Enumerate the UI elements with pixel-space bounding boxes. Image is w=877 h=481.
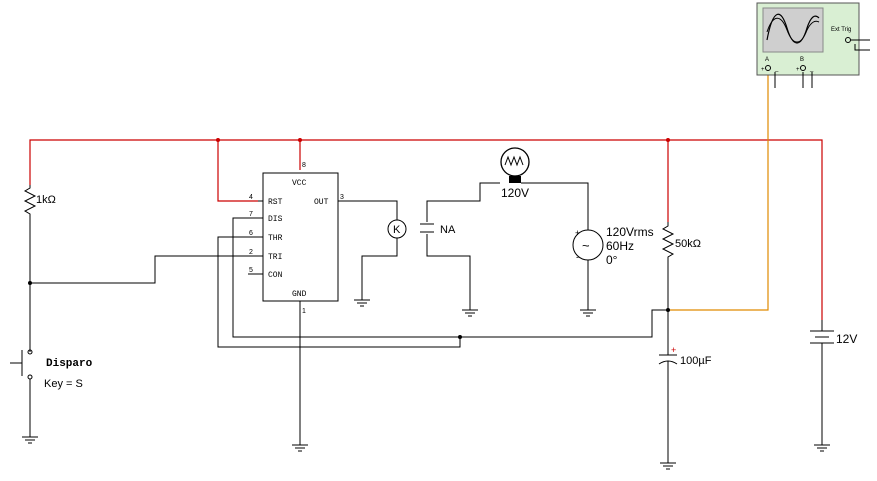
relay-coil: K <box>338 200 407 300</box>
pin-label-tri: TRI <box>268 253 282 262</box>
ground-contact <box>462 309 478 317</box>
scope-ext-trig-label: Ext Trig <box>831 27 851 33</box>
scope-channel-a-terminal[interactable] <box>765 65 771 71</box>
scope-channel-a-plus: + <box>761 67 765 73</box>
pin-num-con: 5 <box>249 267 253 274</box>
pin-num-tri: 2 <box>249 249 253 256</box>
resistor-1k: 1kΩ <box>23 185 56 283</box>
pin-num-rst: 4 <box>249 194 253 201</box>
ground-relay <box>354 299 370 307</box>
pin-num-gnd: 1 <box>302 308 306 315</box>
scope-trace-a <box>766 13 820 44</box>
pin-num-dis: 7 <box>249 211 253 218</box>
ac-plus: + <box>575 228 580 238</box>
pin-num-thr: 6 <box>249 230 253 237</box>
resistor-1k-label: 1kΩ <box>36 194 56 206</box>
ic-555-timer: 4 7 6 2 5 3 8 1 RST DIS THR TRI CON OUT … <box>238 162 344 445</box>
scope-channel-a-label: A <box>765 57 769 63</box>
ac-source-phase: 0° <box>606 253 618 267</box>
pin-label-rst: RST <box>268 198 283 207</box>
ac-minus: - <box>576 252 579 262</box>
pin-label-con: CON <box>268 271 283 280</box>
ground-555 <box>292 444 308 452</box>
ground-battery <box>814 444 830 452</box>
relay-contact-na: NA <box>420 182 500 310</box>
scope-probe-wire <box>668 72 769 311</box>
switch-name: Disparo <box>46 358 93 370</box>
scope-channel-b-plus: + <box>796 67 800 73</box>
ground-ac <box>580 309 596 317</box>
pin-num-out: 3 <box>340 194 344 201</box>
push-switch-disparo[interactable]: Disparo Key = S <box>10 349 93 437</box>
ac-source-frequency: 60Hz <box>606 239 634 253</box>
battery-label: 12V <box>836 332 857 346</box>
timing-feedback-wires <box>217 217 670 348</box>
capacitor-polarity: + <box>671 345 676 355</box>
pin-label-dis: DIS <box>268 215 283 224</box>
pin-label-vcc: VCC <box>292 179 307 188</box>
ground-capacitor <box>660 462 676 470</box>
ac-symbol: ~ <box>582 238 590 253</box>
capacitor-label: 100µF <box>680 355 712 367</box>
battery-12v: 12V <box>810 320 857 445</box>
scope-channel-b-minus: _ <box>809 66 814 72</box>
trigger-node-wires <box>28 255 258 352</box>
lamp-label: 120V <box>501 186 529 200</box>
pin-label-out: OUT <box>314 198 329 207</box>
scope-screen <box>762 7 824 53</box>
pin-label-gnd: GND <box>292 290 307 299</box>
scope-channel-a-minus: _ <box>774 66 779 72</box>
scope-channel-b-terminal[interactable] <box>800 65 806 71</box>
scope-channel-b-label: B <box>800 57 804 63</box>
oscilloscope[interactable]: Ext Trig A B + _ + _ <box>756 2 870 88</box>
ac-source-voltage: 120Vrms <box>606 225 654 239</box>
ac-source: ~ + - 120Vrms 60Hz 0° <box>572 225 654 310</box>
resistor-50k: 50kΩ <box>661 222 701 310</box>
supply-rail <box>29 138 823 320</box>
relay-coil-letter: K <box>393 224 401 236</box>
switch-key-label: Key = S <box>44 378 83 390</box>
capacitor-100uf: + 100µF <box>658 310 712 463</box>
ground-switch <box>22 436 38 444</box>
pin-num-vcc: 8 <box>302 162 306 169</box>
pin-label-thr: THR <box>268 234 283 243</box>
lamp: 120V <box>500 147 589 230</box>
relay-contact-label: NA <box>440 224 456 236</box>
scope-trace-b <box>766 17 820 43</box>
resistor-50k-label: 50kΩ <box>675 238 701 250</box>
